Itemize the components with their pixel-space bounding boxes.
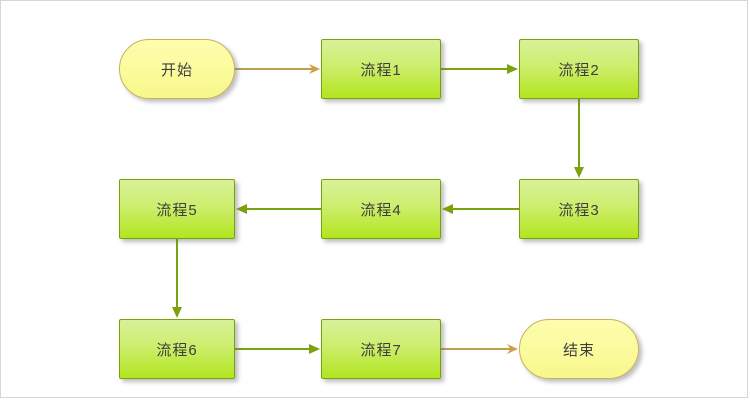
node-label-start: 开始 xyxy=(160,61,193,79)
node-label-p4: 流程4 xyxy=(360,201,402,219)
node-label-p5: 流程5 xyxy=(156,201,198,219)
node-label-p3: 流程3 xyxy=(558,201,600,219)
node-label-p7: 流程7 xyxy=(360,341,402,359)
node-p4: 流程4 xyxy=(321,179,441,239)
node-p3: 流程3 xyxy=(519,179,639,239)
node-p6: 流程6 xyxy=(119,319,235,379)
node-p7: 流程7 xyxy=(321,319,441,379)
node-label-p2: 流程2 xyxy=(558,61,600,79)
node-p2: 流程2 xyxy=(519,39,639,99)
node-start: 开始 xyxy=(119,39,235,99)
node-p5: 流程5 xyxy=(119,179,235,239)
node-end: 结束 xyxy=(519,319,639,379)
node-p1: 流程1 xyxy=(321,39,441,99)
node-label-p1: 流程1 xyxy=(360,61,402,79)
node-label-p6: 流程6 xyxy=(156,341,198,359)
node-label-end: 结束 xyxy=(562,341,595,359)
